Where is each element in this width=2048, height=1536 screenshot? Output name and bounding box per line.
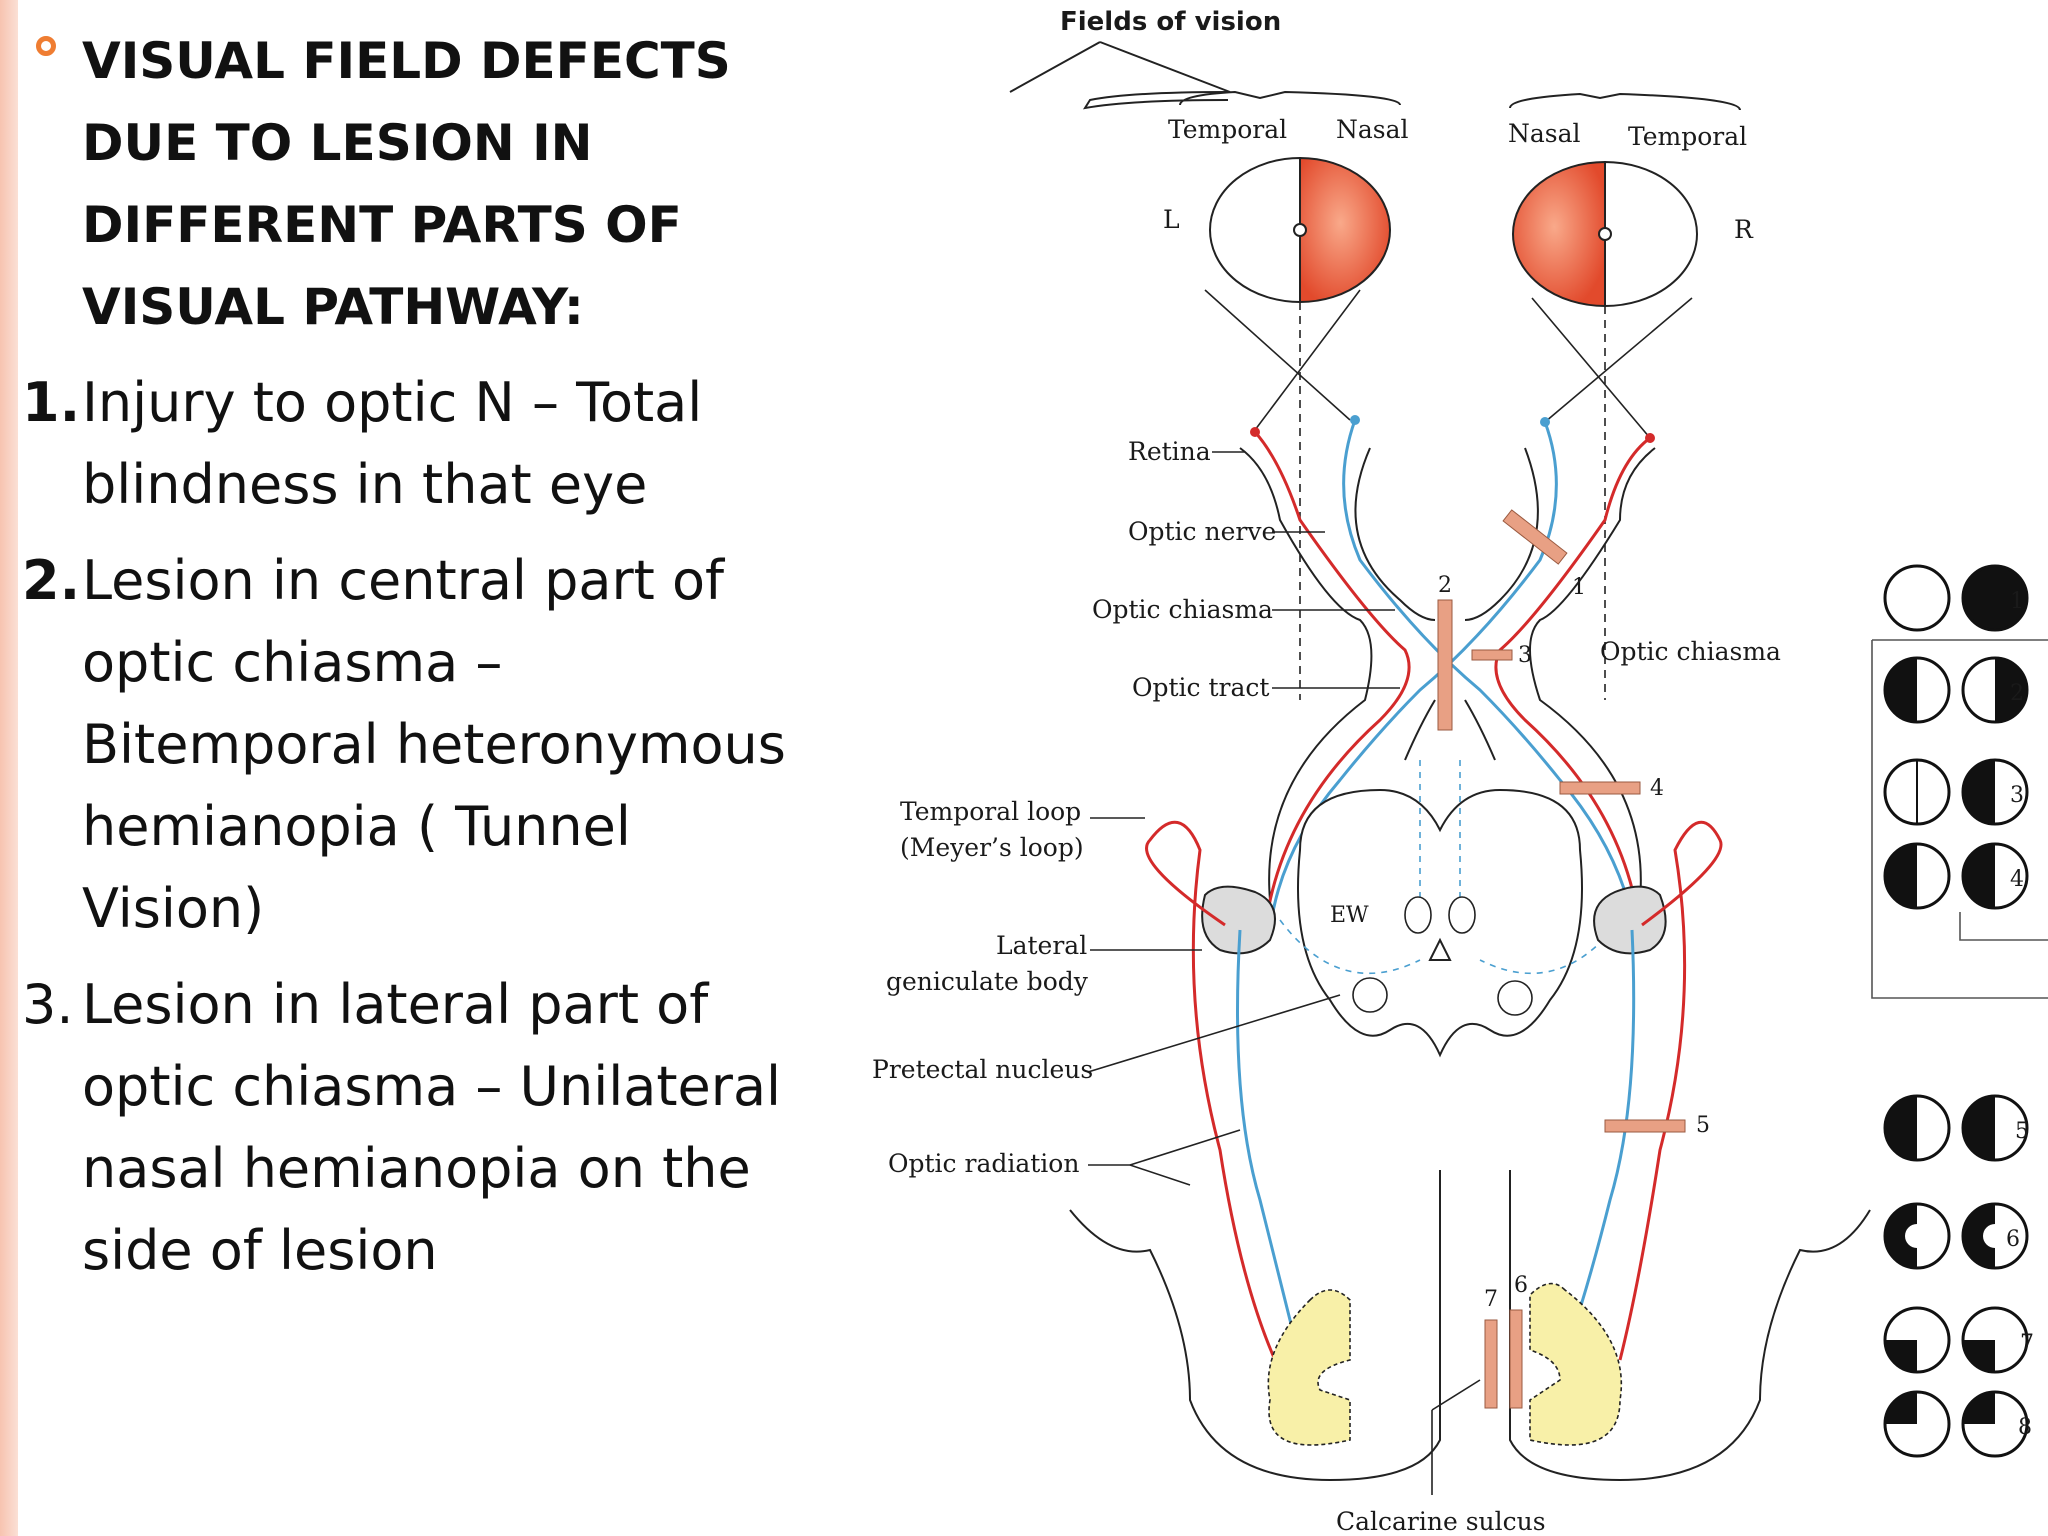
fields-bracket-lines	[1009, 41, 1231, 93]
item-line: Lesion in central part of	[82, 549, 725, 612]
lesion-markers	[1437, 509, 1686, 1409]
right-eye-brace	[1509, 92, 1741, 111]
item-line: Vision)	[82, 877, 265, 940]
field-pair-4	[1883, 842, 2029, 910]
field-defect-column: 1 2 3 4 5 6 7 8	[1871, 564, 2048, 1458]
title-line-2: DUE TO LESION IN	[82, 114, 593, 172]
field-pair-1	[1883, 564, 2029, 632]
ew-label: EW	[1330, 903, 1369, 928]
circle-bullet-icon	[36, 36, 56, 56]
fields-of-vision-label: Fields of vision	[1060, 7, 1281, 37]
lgb-label-line1: Lateral	[996, 931, 1087, 960]
optic-radiation-label: Optic radiation	[888, 1149, 1079, 1178]
item-line: blindness in that eye	[82, 453, 648, 516]
field-number-4: 4	[2010, 867, 2024, 892]
field-number-5: 5	[2015, 1119, 2029, 1144]
title-line-1: VISUAL FIELD DEFECTS	[82, 32, 731, 90]
lesion-number-5: 5	[1696, 1113, 1710, 1138]
right-lateral-geniculate-body	[1593, 885, 1667, 955]
field-pair-6	[1883, 1202, 2029, 1270]
left-temporal-retina-dot	[1250, 427, 1260, 437]
left-nasal-label: Nasal	[1336, 115, 1409, 144]
slide-accent-bar	[0, 0, 18, 1536]
left-temporal-label: Temporal	[1168, 115, 1287, 144]
right-occipital-outline	[1509, 1170, 1871, 1482]
item-number: 1.	[22, 371, 81, 434]
list-item-1: 1. Injury to optic N – Total blindness i…	[22, 362, 842, 526]
item-line: Bitemporal heteronymous	[82, 713, 786, 776]
item-number: 3.	[22, 973, 74, 1036]
lesion-number-1: 1	[1572, 575, 1586, 600]
optic-radiations	[1145, 820, 1723, 1361]
label-leaders	[1087, 451, 1481, 1495]
lesion-number-2: 2	[1438, 573, 1452, 598]
field-number-2: 2	[2010, 681, 2024, 706]
visual-pathway-figure: Fields of vision Temporal Nasal Nasal Te…	[860, 0, 2048, 1536]
field-number-6: 6	[2006, 1227, 2020, 1252]
field-number-8: 8	[2018, 1415, 2032, 1440]
field-number-3: 3	[2010, 783, 2024, 808]
lesion-number-labels: 2 1 3 4 5 6 7	[1438, 573, 1710, 1312]
optic-nerve-label: Optic nerve	[1128, 517, 1276, 546]
right-eye-label: R	[1734, 215, 1754, 244]
field-pair-7	[1883, 1306, 2029, 1374]
right-visual-cortex	[1529, 1282, 1623, 1446]
field-connector-lines	[1871, 639, 2048, 999]
item-line: Lesion in lateral part of	[82, 973, 709, 1036]
left-visual-cortex	[1267, 1289, 1351, 1446]
retina-label: Retina	[1128, 437, 1211, 466]
left-eye-brace	[1179, 90, 1401, 106]
list-item-3: 3. Lesion in lateral part of optic chias…	[22, 964, 842, 1292]
item-line: hemianopia ( Tunnel	[82, 795, 631, 858]
left-eye	[1209, 156, 1391, 304]
field-pair-8	[1883, 1390, 2029, 1458]
item-line: Injury to optic N – Total	[82, 371, 703, 434]
visual-pathway-diagram: Fields of vision Temporal Nasal Nasal Te…	[872, 7, 2048, 1536]
right-nasal-label: Nasal	[1508, 119, 1581, 148]
item-line: nasal hemianopia on the	[82, 1137, 751, 1200]
title-line-3: DIFFERENT PARTS OF	[82, 196, 682, 254]
meyers-loop-label: (Meyer’s loop)	[900, 833, 1084, 862]
list-item-2: 2. Lesion in central part of optic chias…	[22, 540, 842, 950]
left-nasal-retina-dot	[1350, 415, 1360, 425]
lesion-number-3: 3	[1518, 643, 1532, 668]
calcarine-sulcus-label: Calcarine sulcus	[1336, 1507, 1546, 1536]
item-line: optic chiasma – Unilateral	[82, 1055, 782, 1118]
pretectal-label: Pretectal nucleus	[872, 1055, 1093, 1084]
optic-chiasma-label: Optic chiasma	[1092, 595, 1273, 624]
right-temporal-retina-dot	[1645, 433, 1655, 443]
text-panel: VISUAL FIELD DEFECTS DUE TO LESION IN DI…	[22, 20, 842, 1292]
title-line-4: VISUAL PATHWAY:	[82, 278, 584, 336]
aqueduct-icon	[1428, 937, 1452, 961]
field-number-7: 7	[2020, 1331, 2034, 1356]
lgb-label-line2: geniculate body	[886, 967, 1089, 996]
item-line: side of lesion	[82, 1219, 438, 1282]
right-temporal-label: Temporal	[1628, 122, 1747, 151]
field-pair-5	[1883, 1094, 2029, 1162]
left-lateral-geniculate-body	[1201, 885, 1276, 955]
temporal-loop-label: Temporal loop	[900, 797, 1081, 826]
lesion-number-4: 4	[1650, 776, 1664, 801]
optic-tract-label: Optic tract	[1132, 673, 1269, 702]
item-line: optic chiasma –	[82, 631, 503, 694]
field-pair-2	[1883, 656, 2029, 724]
lesion-number-6: 6	[1514, 1273, 1528, 1298]
field-number-labels: 1 2 3 4 5 6 7 8	[2006, 589, 2034, 1440]
ew-nuclei	[1352, 896, 1533, 1016]
projection-lines	[1204, 289, 1693, 700]
right-eye	[1512, 160, 1698, 308]
field-number-1: 1	[2010, 589, 2024, 614]
item-number: 2.	[22, 549, 81, 612]
slide-title: VISUAL FIELD DEFECTS DUE TO LESION IN DI…	[22, 20, 842, 348]
right-nasal-retina-dot	[1540, 417, 1550, 427]
left-field-brace	[1082, 91, 1229, 110]
field-pair-3	[1883, 758, 2029, 826]
lesion-number-7: 7	[1484, 1287, 1498, 1312]
left-occipital-outline	[1069, 1170, 1441, 1482]
left-eye-label: L	[1163, 205, 1180, 234]
optic-chiasma-right-label: Optic chiasma	[1600, 637, 1781, 666]
